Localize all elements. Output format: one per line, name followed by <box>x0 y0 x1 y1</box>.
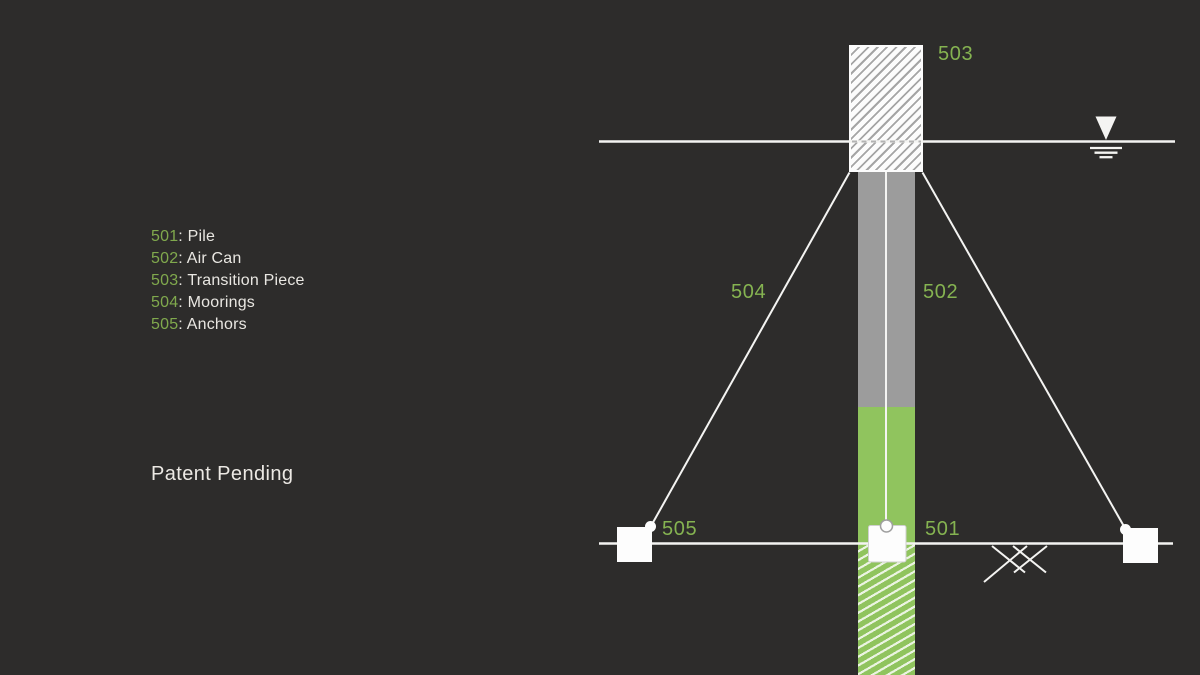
component-legend: 501: Pile 502: Air Can 503: Transition P… <box>151 226 305 336</box>
label-air-can: 502 <box>923 281 959 303</box>
pile-connector <box>879 519 894 533</box>
legend-item-number: 505 <box>151 316 179 333</box>
legend-item-separator: : <box>178 228 188 245</box>
legend-item-number: 503 <box>151 272 179 289</box>
patent-pending-note: Patent Pending <box>151 463 294 485</box>
anchor-left-square <box>617 527 652 562</box>
mooring-line-right <box>921 172 1127 530</box>
transition-piece-section <box>849 45 923 172</box>
legend-item: 503: Transition Piece <box>151 270 305 292</box>
water-level-icon <box>1090 116 1122 159</box>
label-anchors: 505 <box>662 518 698 540</box>
legend-item-separator: : <box>178 316 187 333</box>
legend-item-number: 501 <box>151 228 179 245</box>
mooring-line-left <box>650 172 851 527</box>
legend-item-separator: : <box>178 250 187 267</box>
legend-item-label: Transition Piece <box>187 272 305 289</box>
mooring-connector-right <box>1120 524 1131 535</box>
pile-embedded-section <box>858 544 915 675</box>
label-moorings: 504 <box>731 281 767 303</box>
legend-item-label: Air Can <box>186 250 242 267</box>
label-pile: 501 <box>925 518 961 540</box>
legend-item-label: Anchors <box>186 316 247 333</box>
legend-item-label: Moorings <box>187 294 255 311</box>
legend-item-label: Pile <box>187 228 216 245</box>
legend-item-separator: : <box>178 272 188 289</box>
legend-item: 505: Anchors <box>151 314 305 336</box>
legend-item-separator: : <box>178 294 188 311</box>
legend-item: 504: Moorings <box>151 292 305 314</box>
legend-item-number: 504 <box>151 294 179 311</box>
label-transition-piece: 503 <box>938 43 974 65</box>
seabed-cross-marks-icon <box>983 545 1048 583</box>
mooring-connector-left <box>645 521 656 532</box>
legend-item-number: 502 <box>151 250 179 267</box>
legend-item: 502: Air Can <box>151 248 305 270</box>
legend-item: 501: Pile <box>151 226 305 248</box>
